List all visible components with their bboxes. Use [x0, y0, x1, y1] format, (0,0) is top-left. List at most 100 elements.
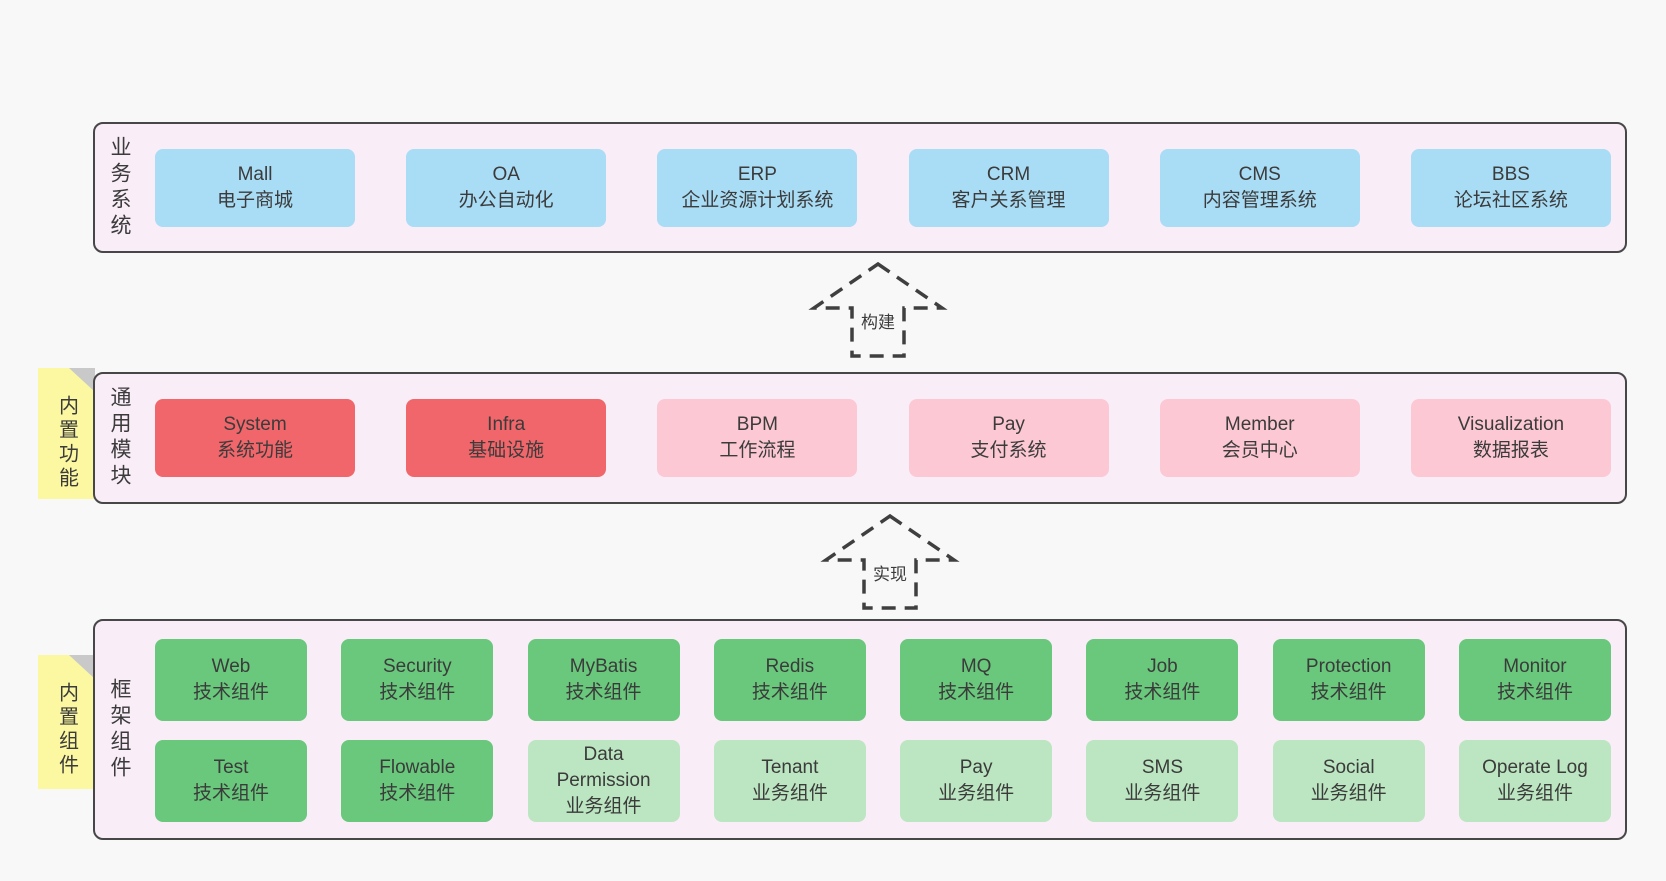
box-subtitle: 技术组件 [192, 682, 269, 703]
box-title: Pay [992, 414, 1025, 435]
box-title: System [223, 414, 287, 435]
box-bpm: BPM 工作流程 [657, 399, 858, 477]
sticky-note-label: 内置组件 [55, 682, 78, 778]
box-title: BBS [1491, 163, 1530, 185]
sticky-note-builtin-components: 内置组件 [38, 655, 95, 789]
box-subtitle: 支付系统 [970, 440, 1047, 461]
box-title: Pay [959, 757, 993, 778]
box-subtitle: 业务组件 [751, 783, 828, 804]
box-title: Member [1224, 414, 1295, 435]
box-infra: Infra 基础设施 [406, 399, 607, 477]
box-subtitle: 业务组件 [1124, 783, 1201, 804]
box-title: Mall [237, 163, 273, 185]
box-title: Protection [1305, 656, 1392, 677]
box-security: Security 技术组件 [341, 639, 494, 721]
box-mybatis: MyBatis 技术组件 [527, 639, 680, 721]
box-subtitle: 业务组件 [565, 796, 642, 817]
box-title: CMS [1238, 163, 1281, 185]
box-title: OA [492, 163, 520, 185]
box-subtitle: 会员中心 [1221, 440, 1298, 461]
box-title: Operate Log [1482, 757, 1588, 778]
arrow-build: 构建 [808, 261, 948, 358]
layer-label-common-modules: 通用模块 [108, 386, 131, 490]
box-subtitle: 论坛社区系统 [1453, 189, 1568, 211]
box-subtitle: 工作流程 [719, 440, 796, 461]
box-subtitle: 客户关系管理 [951, 189, 1066, 211]
box-subtitle: 技术组件 [751, 682, 828, 703]
box-title: Data Permission [556, 744, 651, 791]
box-title: Test [213, 757, 249, 778]
folded-corner-icon [69, 655, 95, 679]
box-title: Visualization [1457, 414, 1565, 435]
box-subtitle: 系统功能 [216, 440, 293, 461]
box-mall: Mall 电子商城 [155, 148, 355, 227]
framework-components-row-1: Web 技术组件 Security 技术组件 MyBatis 技术组件 Redi… [155, 639, 1611, 721]
box-subtitle: 基础设施 [468, 440, 545, 461]
box-title: SMS [1141, 757, 1183, 778]
box-title: MQ [960, 656, 992, 677]
box-subtitle: 企业资源计划系统 [681, 189, 834, 211]
box-subtitle: 技术组件 [379, 682, 456, 703]
arrow-implement: 实现 [820, 513, 960, 610]
framework-components-row-2: Test 技术组件 Flowable 技术组件 Data Permission … [155, 740, 1611, 822]
box-subtitle: 技术组件 [1310, 682, 1387, 703]
box-web: Web 技术组件 [155, 639, 307, 721]
box-redis: Redis 技术组件 [713, 639, 866, 721]
box-subtitle: 技术组件 [1496, 682, 1573, 703]
box-oa: OA 办公自动化 [406, 148, 607, 227]
box-title: Infra [487, 414, 526, 435]
box-subtitle: 技术组件 [1124, 682, 1201, 703]
box-subtitle: 数据报表 [1472, 440, 1549, 461]
box-subtitle: 技术组件 [938, 682, 1015, 703]
box-title: CRM [986, 163, 1031, 185]
arrow-implement-label: 实现 [868, 558, 912, 587]
box-subtitle: 办公自动化 [458, 189, 554, 211]
box-data-permission: Data Permission 业务组件 [527, 740, 680, 822]
box-subtitle: 业务组件 [1310, 783, 1387, 804]
box-subtitle: 技术组件 [379, 783, 456, 804]
box-title: Monitor [1503, 656, 1567, 677]
box-social: Social 业务组件 [1272, 740, 1425, 822]
box-test: Test 技术组件 [155, 740, 307, 822]
box-title: Flowable [379, 757, 456, 778]
layer-label-framework-components: 框架组件 [108, 677, 131, 782]
layer-business-systems: 业务系统 Mall 电子商城 OA 办公自动化 ERP 企业资源计划系统 CRM… [93, 122, 1627, 253]
box-subtitle: 业务组件 [1496, 783, 1573, 804]
box-title: Tenant [761, 757, 819, 778]
box-protection: Protection 技术组件 [1272, 639, 1425, 721]
box-title: Redis [765, 656, 815, 677]
layer-label-business-systems: 业务系统 [108, 135, 131, 240]
sticky-note-builtin-features: 内置功能 [38, 368, 95, 499]
common-modules-box-row: System 系统功能 Infra 基础设施 BPM 工作流程 Pay 支付系统… [155, 399, 1611, 477]
sticky-note-label: 内置功能 [55, 395, 78, 491]
box-subtitle: 电子商城 [216, 189, 293, 211]
box-bbs: BBS 论坛社区系统 [1410, 148, 1611, 227]
framework-components-rows: Web 技术组件 Security 技术组件 MyBatis 技术组件 Redi… [155, 639, 1611, 822]
box-title: BPM [736, 414, 778, 435]
folded-corner-icon [69, 368, 95, 392]
box-job: Job 技术组件 [1086, 639, 1239, 721]
box-monitor: Monitor 技术组件 [1458, 639, 1611, 721]
box-subtitle: 技术组件 [565, 682, 642, 703]
box-mq: MQ 技术组件 [900, 639, 1053, 721]
box-tenant: Tenant 业务组件 [713, 740, 866, 822]
box-title: Security [382, 656, 452, 677]
box-title: MyBatis [569, 656, 638, 677]
box-crm: CRM 客户关系管理 [908, 148, 1109, 227]
box-subtitle: 内容管理系统 [1202, 189, 1317, 211]
box-subtitle: 技术组件 [192, 783, 269, 804]
box-cms: CMS 内容管理系统 [1159, 148, 1360, 227]
box-visualization: Visualization 数据报表 [1410, 399, 1611, 477]
layer-framework-components: 框架组件 Web 技术组件 Security 技术组件 MyBatis 技术组件… [93, 619, 1627, 840]
box-pay-business: Pay 业务组件 [900, 740, 1053, 822]
arrow-build-label: 构建 [856, 306, 900, 335]
box-sms: SMS 业务组件 [1086, 740, 1239, 822]
box-member: Member 会员中心 [1159, 399, 1360, 477]
business-systems-box-row: Mall 电子商城 OA 办公自动化 ERP 企业资源计划系统 CRM 客户关系… [155, 148, 1611, 227]
layer-common-modules: 通用模块 System 系统功能 Infra 基础设施 BPM 工作流程 Pay… [93, 372, 1627, 504]
box-pay: Pay 支付系统 [908, 399, 1109, 477]
box-subtitle: 业务组件 [938, 783, 1015, 804]
box-erp: ERP 企业资源计划系统 [657, 148, 858, 227]
box-flowable: Flowable 技术组件 [341, 740, 494, 822]
box-system: System 系统功能 [155, 399, 355, 477]
